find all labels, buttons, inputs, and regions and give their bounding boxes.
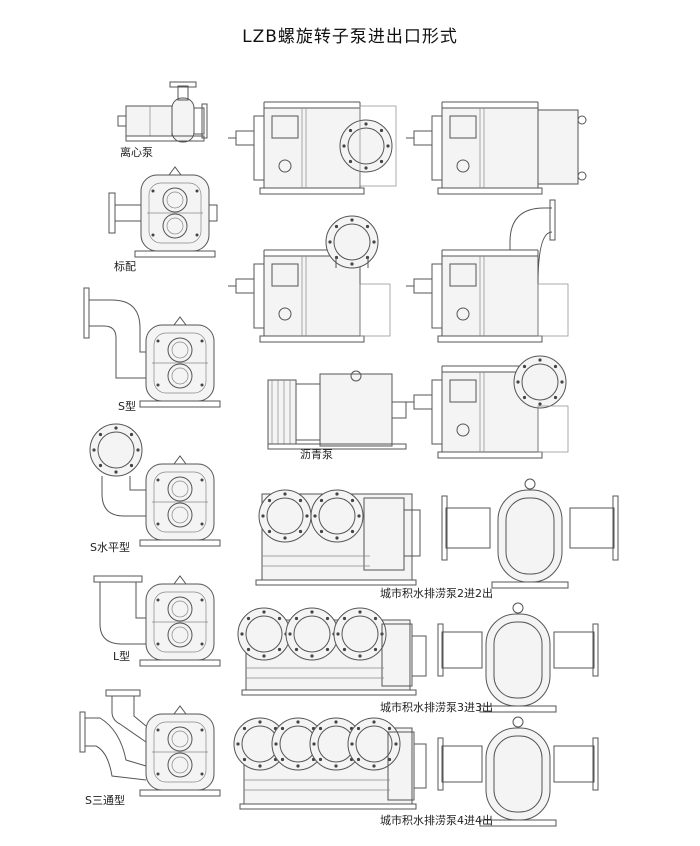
label-l-type: L型 <box>113 650 131 663</box>
figure-right-row1 <box>405 101 587 195</box>
figure-drain-4in4out-end <box>437 716 599 827</box>
figure-centrifugal-pump <box>117 81 208 143</box>
label-standard: 标配 <box>114 260 136 273</box>
figure-s-horizontal <box>89 423 221 547</box>
figure-right-row3 <box>405 355 569 459</box>
label-asphalt: 沥青泵 <box>300 448 333 461</box>
label-s-horizontal: S水平型 <box>90 541 130 554</box>
figure-s-tee <box>79 689 221 797</box>
label-s-tee: S三通型 <box>85 794 125 807</box>
label-centrifugal: 离心泵 <box>120 146 153 159</box>
label-s-type: S型 <box>118 400 136 413</box>
figure-drain-2in2out <box>255 489 421 586</box>
figure-s-type <box>83 287 221 408</box>
figure-asphalt-pump <box>267 370 407 450</box>
label-drain-2: 城市积水排涝泵2进2出 <box>380 587 493 600</box>
page-title: LZB螺旋转子泵进出口形式 <box>242 27 458 47</box>
figure-drain-4in4out <box>233 717 427 810</box>
label-drain-3: 城市积水排涝泵3进3出 <box>380 701 493 714</box>
figure-mid-row2 <box>227 215 391 343</box>
figure-drain-3in3out <box>237 607 427 696</box>
figure-mid-row1 <box>227 101 397 195</box>
figure-l-type <box>93 575 221 667</box>
label-drain-4: 城市积水排涝泵4进4出 <box>380 814 493 827</box>
figure-right-row2 <box>405 199 569 343</box>
figure-standard <box>108 166 218 258</box>
figure-drain-3in3out-end <box>437 602 599 713</box>
figure-drain-2in2out-end <box>441 478 619 589</box>
